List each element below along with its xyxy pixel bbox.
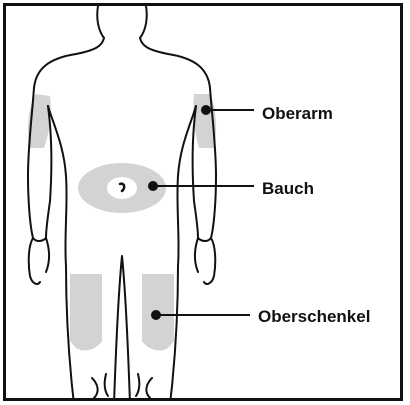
knee-left xyxy=(92,378,98,398)
right-hand xyxy=(198,238,211,241)
head-outline-right xyxy=(140,6,147,38)
left-hand xyxy=(33,238,46,241)
head-outline xyxy=(97,6,104,38)
body-outline-diagram xyxy=(6,6,403,401)
knee-right xyxy=(146,378,152,398)
diagram-frame: Oberarm Bauch Oberschenkel xyxy=(3,3,403,401)
label-thigh: Oberschenkel xyxy=(258,307,370,327)
label-abdomen: Bauch xyxy=(262,179,314,199)
zone-thigh-left xyxy=(70,274,102,350)
label-upper-arm: Oberarm xyxy=(262,104,333,124)
zone-abdomen-navel-area xyxy=(107,177,137,199)
knee-left-inner xyxy=(105,374,108,396)
knee-right-inner xyxy=(136,374,139,396)
inner-legs xyxy=(114,256,130,401)
